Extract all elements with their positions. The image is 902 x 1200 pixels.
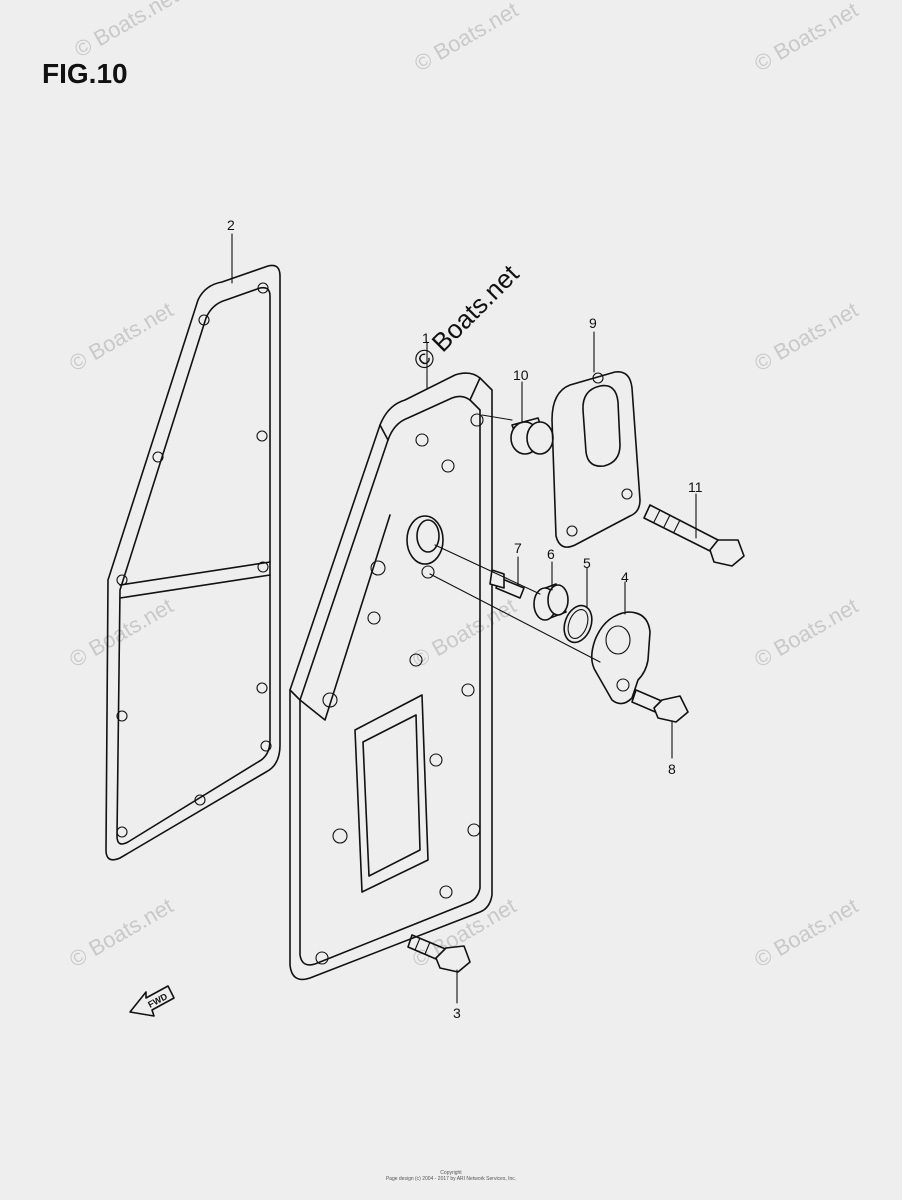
part-2-gasket xyxy=(105,264,281,861)
watermark: © Boats.net xyxy=(750,593,862,672)
figure-title: FIG.10 xyxy=(42,58,128,89)
callout-8: 8 xyxy=(668,761,676,777)
copyright-text: Page design (c) 2004 - 2017 by ARI Netwo… xyxy=(385,1176,517,1182)
watermark: © Boats.net xyxy=(750,893,862,972)
watermark: © Boats.net xyxy=(410,0,522,76)
callout-7: 7 xyxy=(514,540,522,556)
part-4-flange xyxy=(590,611,651,705)
watermark: © Boats.net xyxy=(408,593,520,672)
callout-4: 4 xyxy=(621,569,629,585)
assembly-lines xyxy=(429,544,601,663)
callout-3: 3 xyxy=(453,1005,461,1021)
watermark: © Boats.net xyxy=(750,297,862,376)
part-1-cover xyxy=(289,372,513,981)
watermark: © Boats.net xyxy=(750,0,862,76)
part-11-bolt xyxy=(643,504,745,567)
callout-10: 10 xyxy=(513,367,529,383)
part-9-plate xyxy=(551,371,641,548)
part-10-collar xyxy=(510,417,554,455)
forward-arrow-icon: FWD xyxy=(129,985,175,1017)
watermark: © Boats.net xyxy=(65,593,177,672)
callout-9: 9 xyxy=(589,315,597,331)
callout-5: 5 xyxy=(583,555,591,571)
callout-2: 2 xyxy=(227,217,235,233)
callout-1: 1 xyxy=(422,330,430,346)
part-5-o-ring xyxy=(563,604,593,644)
part-6-collar xyxy=(533,583,569,621)
leader-lines xyxy=(231,233,697,1004)
part-3-bolt xyxy=(407,934,471,973)
watermarks: © Boats.net © Boats.net © Boats.net © Bo… xyxy=(65,0,862,972)
callout-6: 6 xyxy=(547,546,555,562)
copyright-label: Copyright xyxy=(440,1170,462,1176)
callouts: 2 1 10 9 11 7 6 5 4 8 3 xyxy=(227,217,703,1021)
watermark: © Boats.net xyxy=(65,297,177,376)
watermark-main: © Boats.net xyxy=(407,258,525,376)
callout-11: 11 xyxy=(688,479,703,495)
part-8-bolt xyxy=(631,689,689,723)
watermark: © Boats.net xyxy=(70,0,182,62)
watermark: © Boats.net xyxy=(65,893,177,972)
part-7-bolt xyxy=(489,569,525,599)
